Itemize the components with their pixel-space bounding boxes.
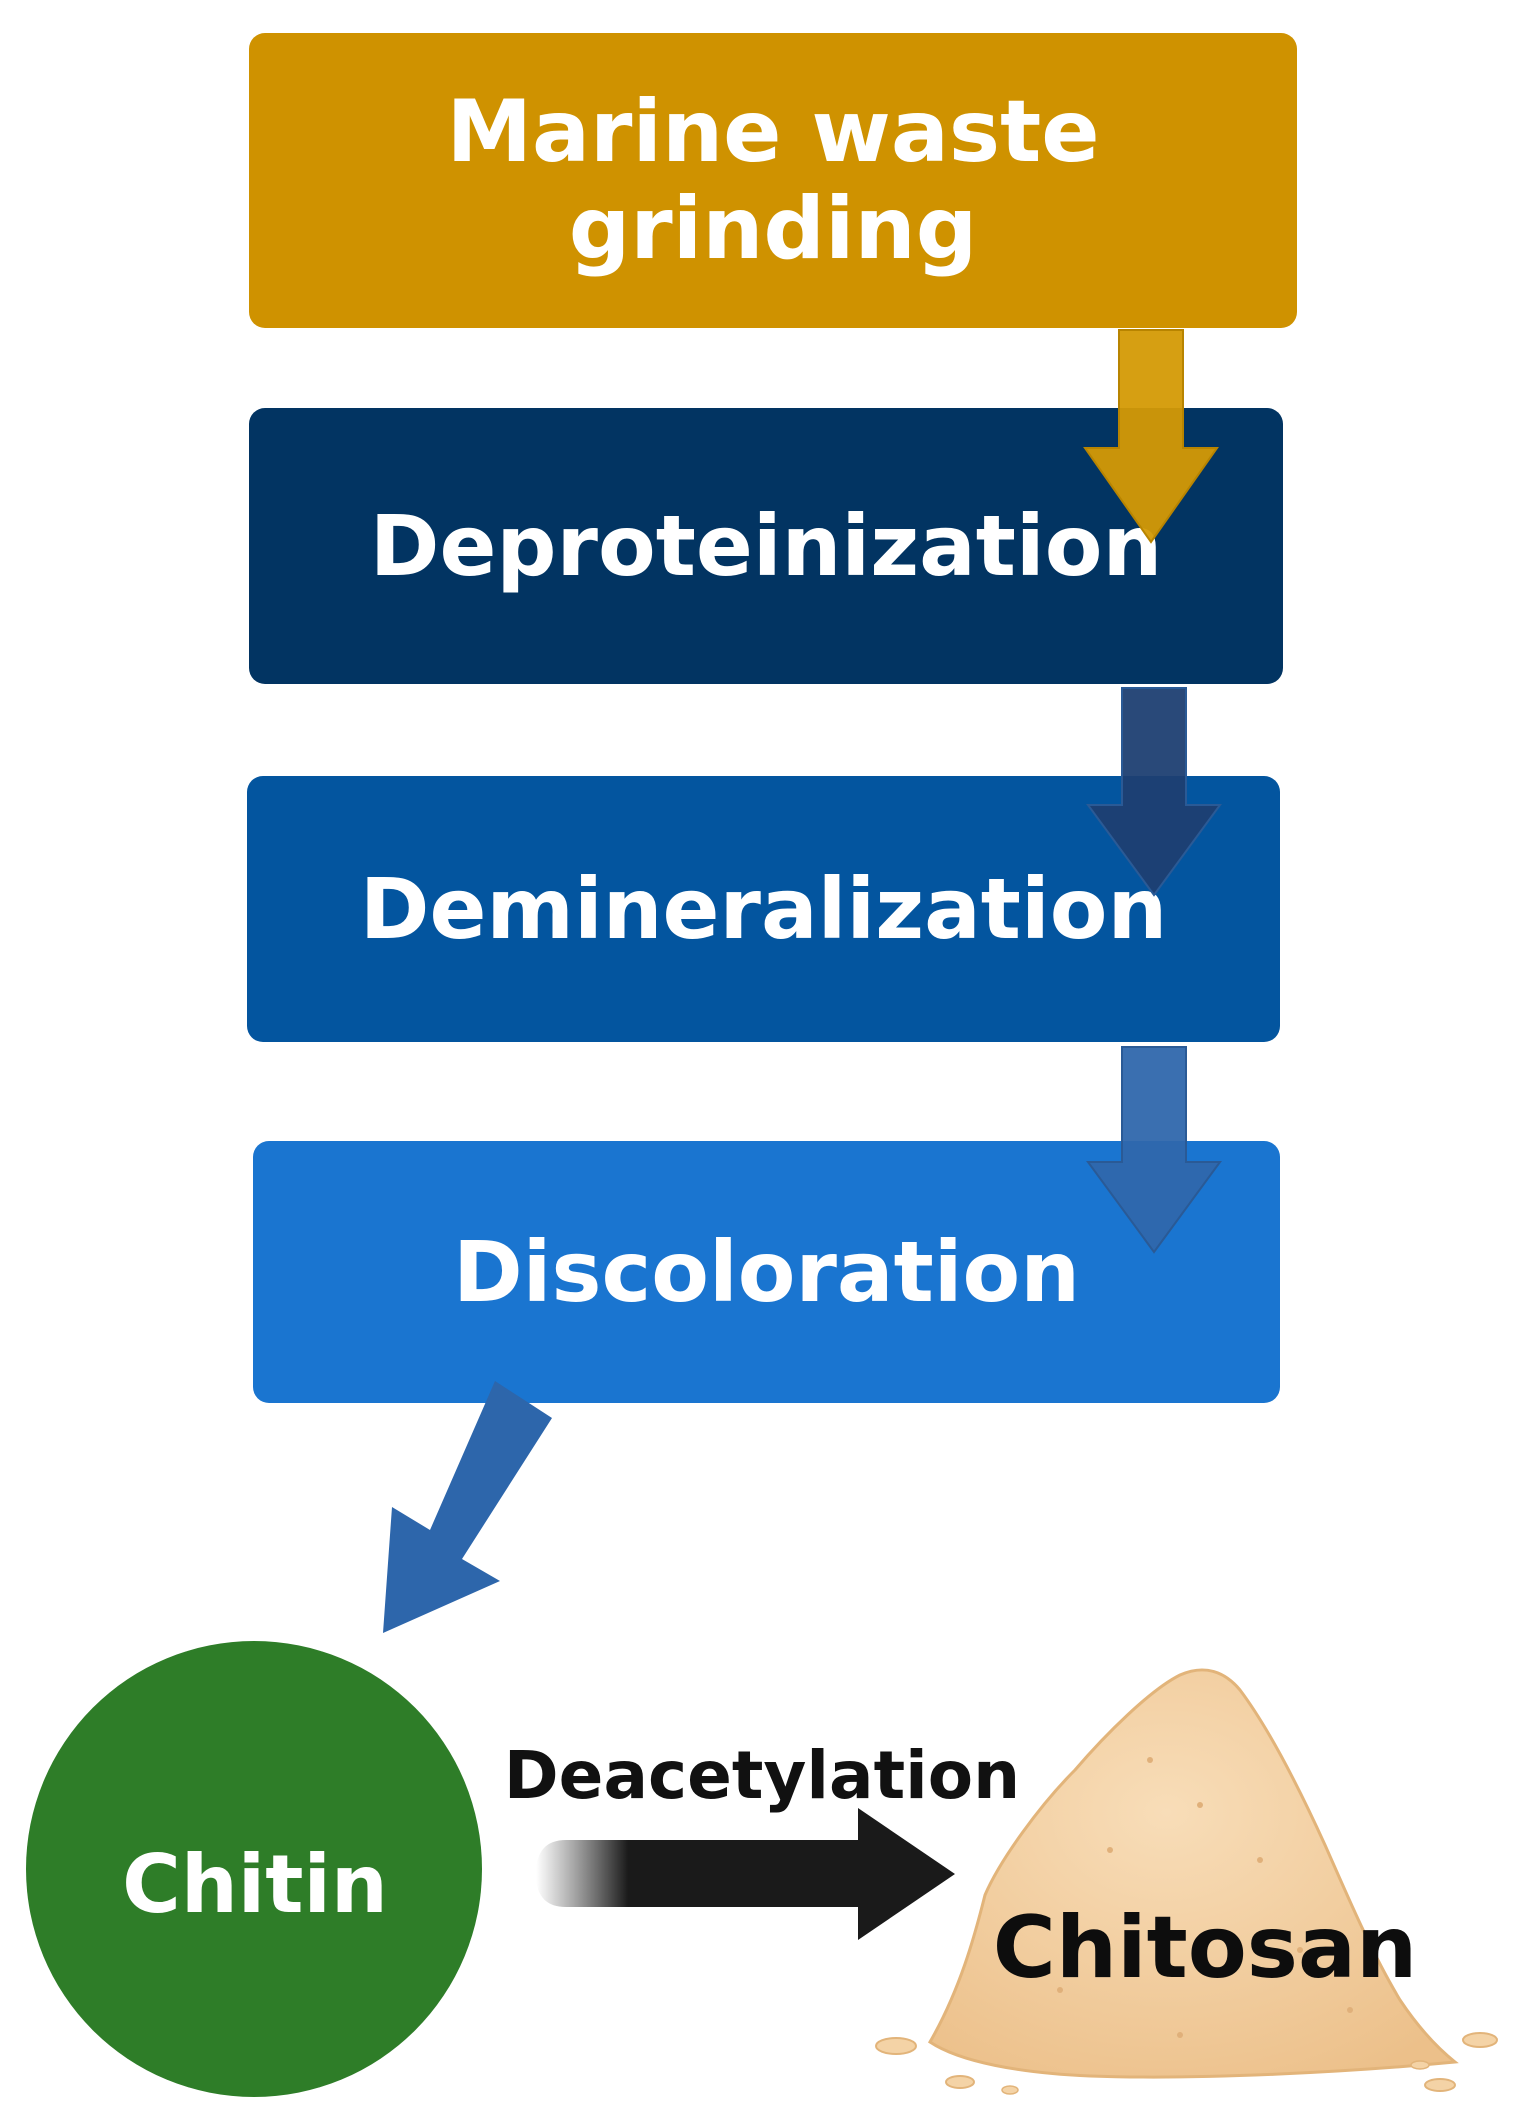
chitosan-label: Chitosan [992, 1898, 1418, 1998]
chitin-circle [26, 1641, 482, 2097]
step-label-demineralization: Demineralization [359, 859, 1168, 958]
deacetylation-label: Deacetylation [503, 1737, 1021, 1814]
powder-pile-icon [875, 1668, 1498, 2095]
step-box-grinding: Marine waste grinding [249, 33, 1297, 328]
down-arrow-icon [1086, 687, 1222, 897]
step-box-demineralization: Demineralization [247, 776, 1280, 1042]
step-label-deproteinization: Deproteinization [369, 496, 1163, 595]
down-arrow-icon [1083, 329, 1219, 544]
gradient-arrow-icon [536, 1808, 955, 1940]
chitin-label: Chitin [122, 1838, 388, 1931]
step-label-grinding: Marine waste grinding [446, 82, 1100, 279]
diagonal-arrow-icon [383, 1381, 552, 1633]
step-label-discoloration: Discoloration [452, 1222, 1081, 1321]
down-arrow-icon [1086, 1046, 1222, 1254]
